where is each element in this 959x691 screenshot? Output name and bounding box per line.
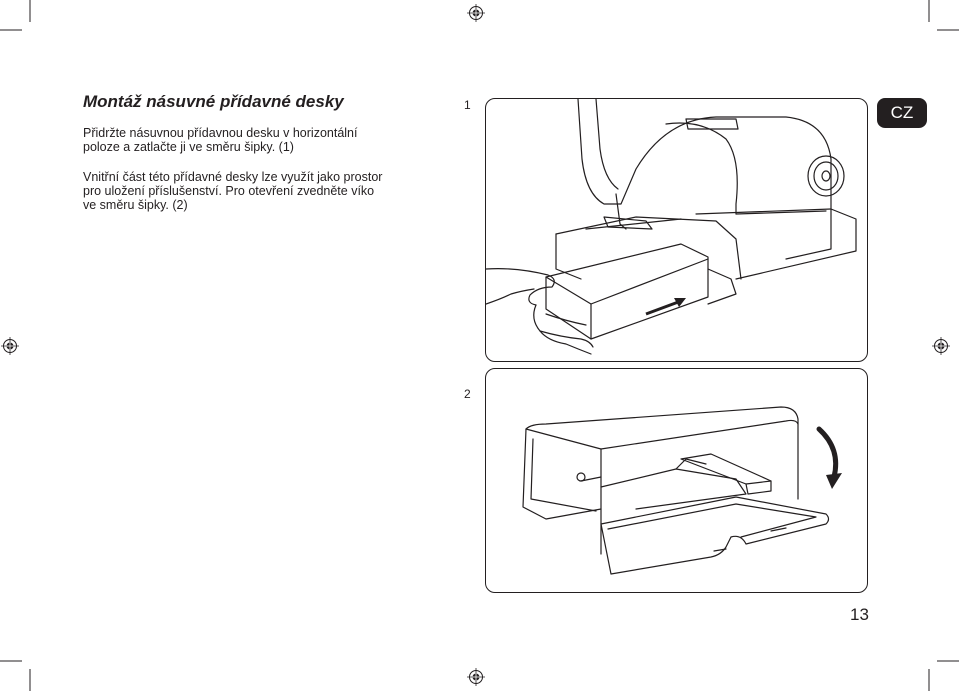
section-title: Montáž násuvné přídavné desky xyxy=(83,92,344,111)
registration-mark-icon xyxy=(932,337,950,355)
paragraph-1-line: Přidržte násuvnou přídavnou desku v hori… xyxy=(83,126,358,140)
arrow-icon xyxy=(816,426,842,489)
paragraph-1: Přidržte násuvnou přídavnou desku v hori… xyxy=(83,126,357,154)
page-number: 13 xyxy=(850,605,869,624)
registration-mark-icon xyxy=(467,668,485,686)
paragraph-2-line: ve směru šipky. (2) xyxy=(83,198,188,212)
figure-1-frame xyxy=(485,98,868,362)
registration-mark-icon xyxy=(467,4,485,22)
figure-2-illustration xyxy=(522,406,842,575)
registration-mark-icon xyxy=(1,337,19,355)
language-tab: CZ xyxy=(877,98,927,128)
paragraph-2-line: Vnitřní část této přídavné desky lze vyu… xyxy=(83,170,383,184)
paragraph-2-line: pro uložení příslušenství. Pro otevření … xyxy=(83,184,375,198)
arrow-icon xyxy=(645,298,686,316)
paragraph-2: Vnitřní část této přídavné desky lze vyu… xyxy=(83,170,382,212)
figure-2-frame xyxy=(485,368,868,593)
paragraph-1-line: poloze a zatlačte ji ve směru šipky. (1) xyxy=(83,140,294,154)
figure-1-illustration xyxy=(486,99,857,355)
figure-1-label: 1 xyxy=(464,98,471,112)
figure-2-label: 2 xyxy=(464,387,471,401)
